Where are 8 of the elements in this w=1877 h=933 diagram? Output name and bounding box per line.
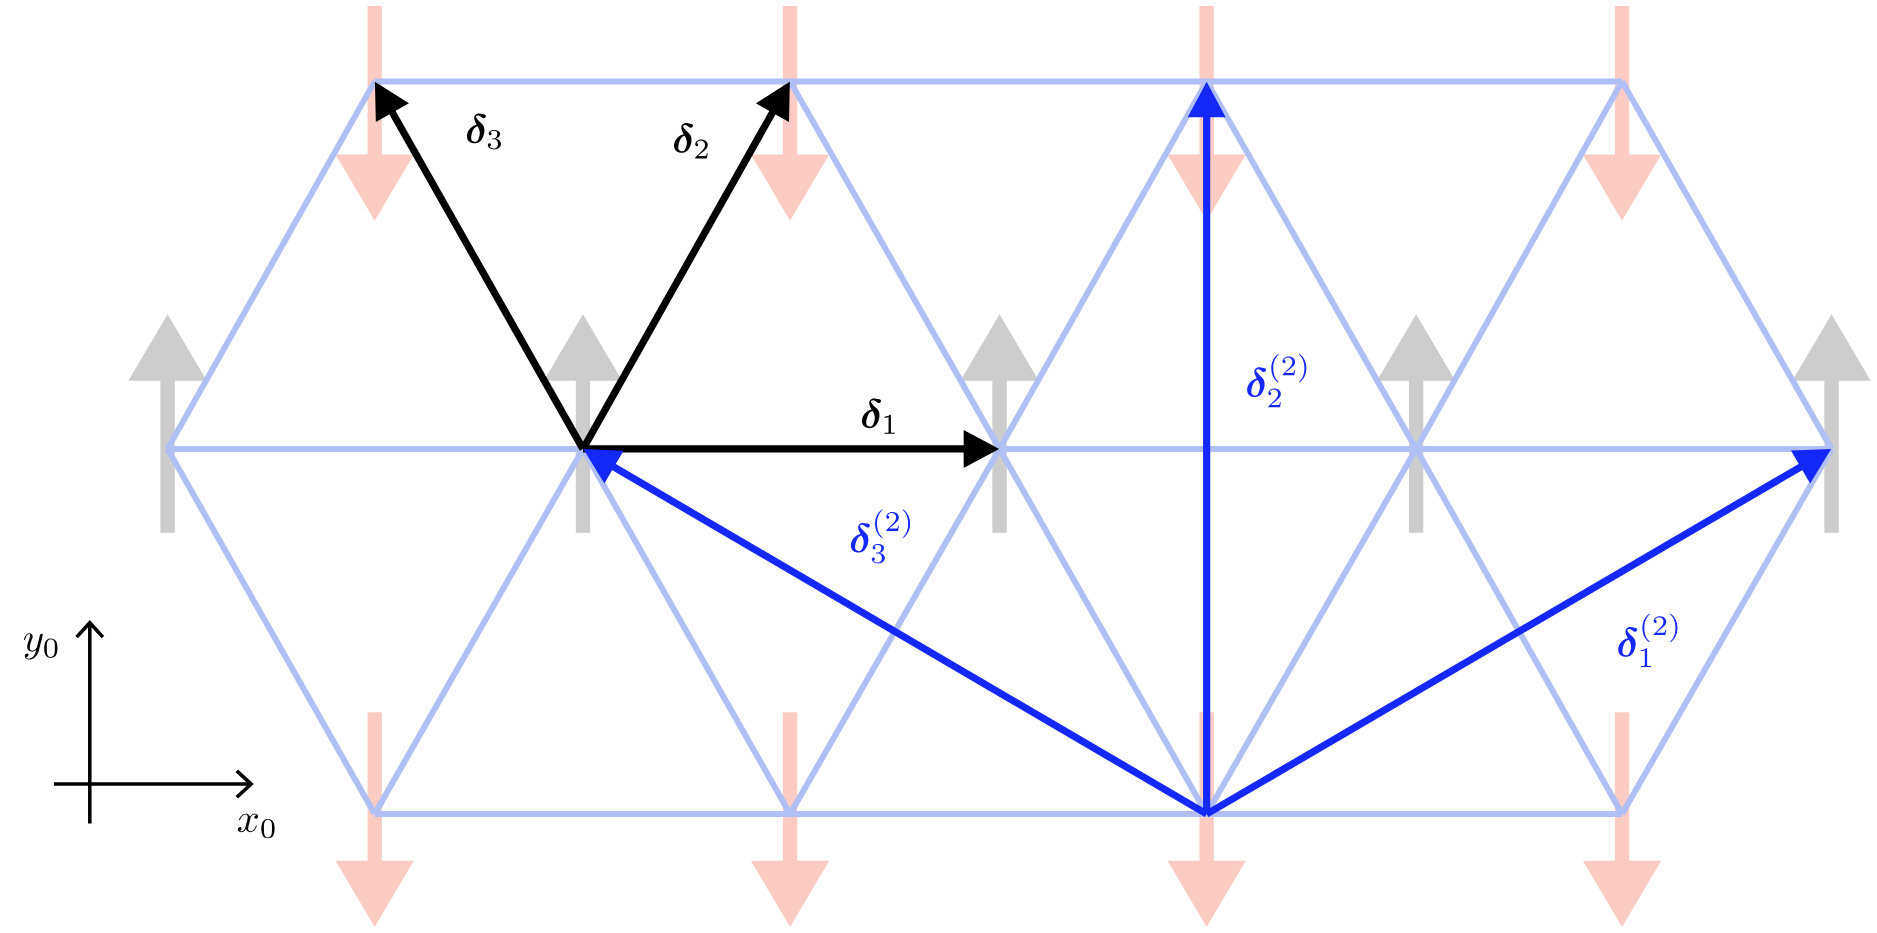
vector-label: $\boldsymbol{\delta}_1$ bbox=[862, 398, 895, 434]
vector-label: $\boldsymbol{\delta}_3$ bbox=[466, 113, 501, 150]
vector-label: $\boldsymbol{\delta}_2^{(2)}$ bbox=[1247, 354, 1307, 408]
vector-label: $\boldsymbol{\delta}_1^{(2)}$ bbox=[1618, 614, 1678, 668]
axis-label: $y_0$ bbox=[23, 633, 58, 660]
vector-label: $\boldsymbol{\delta}_2$ bbox=[674, 123, 708, 159]
axis-label: $x_0$ bbox=[237, 813, 275, 839]
vector-label: $\boldsymbol{\delta}_3^{(2)}$ bbox=[850, 509, 911, 564]
